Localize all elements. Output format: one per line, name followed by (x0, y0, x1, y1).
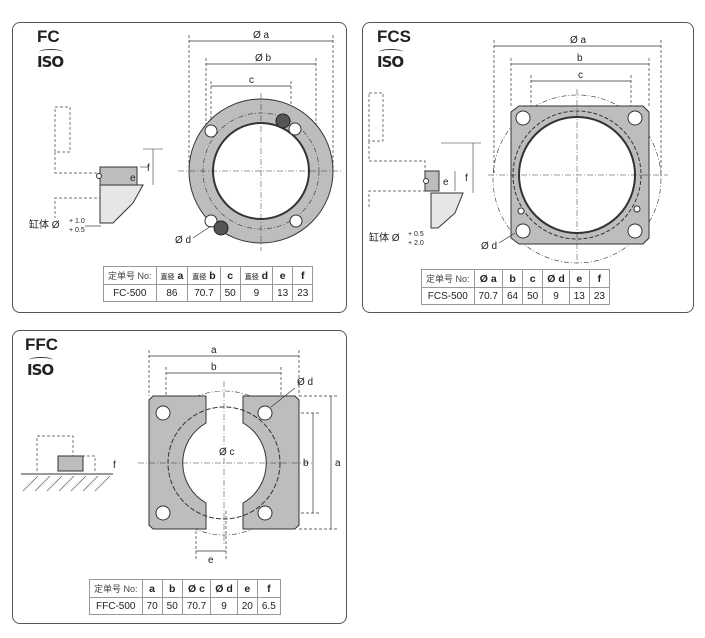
fc-dim-c: c (249, 75, 254, 86)
header-cell: 定单号 No: (103, 266, 157, 285)
header-cell: 直径 a (155, 266, 189, 285)
cell: 9 (210, 597, 238, 615)
h: b (209, 269, 216, 282)
ffc-dim-a: a (211, 345, 217, 356)
header-cell: f (588, 269, 610, 288)
cell: FFC-500 (89, 597, 143, 615)
fcs-dim-c: c (578, 70, 583, 81)
cell: 9 (239, 284, 274, 302)
cell: 9 (542, 287, 570, 305)
cell: 23 (588, 287, 610, 305)
header-cell: Ø c (181, 579, 212, 598)
fc-tol-up: + 1.0 (69, 218, 85, 225)
iso-logo: ISO (377, 49, 404, 71)
cell: 64 (501, 287, 524, 305)
fcs-tol-dn: + 2.0 (408, 240, 424, 247)
header-cell: 直径 d (239, 266, 274, 285)
header-cell: 定单号 No: (421, 269, 475, 288)
ffc-dim-d: Ø d (297, 377, 313, 388)
ffc-dim-b2: b (303, 458, 309, 469)
header-cell: 定单号 No: (89, 579, 143, 598)
header-cell: b (501, 269, 524, 288)
ffc-dim-c: Ø c (219, 447, 235, 458)
h: d (261, 269, 269, 282)
cell: 70.7 (181, 597, 212, 615)
cell: 13 (568, 287, 590, 305)
fcs-dim-d: Ø d (481, 241, 497, 252)
cell: 13 (272, 284, 294, 302)
fc-cyl-label: 缸体 Ø (29, 218, 60, 231)
ffc-dim-f: f (113, 460, 116, 471)
prefix: 直径 (160, 273, 175, 281)
fc-tol-dn: + 0.5 (69, 227, 85, 234)
ffc-dim-e: e (208, 555, 214, 566)
cell: 20 (236, 597, 258, 615)
cell: 70 (141, 597, 163, 615)
cell: 6.5 (256, 597, 281, 615)
fcs-panel: FCS ISO Ø a b c Ø d e f 缸体 Ø + 0.5 + 2.0… (362, 22, 694, 313)
header-cell: e (236, 579, 258, 598)
fcs-dim-e: e (443, 177, 449, 188)
cell: 50 (161, 597, 183, 615)
cell: 70.7 (473, 287, 503, 305)
header-cell: f (292, 266, 314, 285)
ffc-drawing: a b a b e Ø c Ø d f (21, 345, 341, 566)
ffc-title: FFC (25, 335, 59, 354)
cell: 70.7 (187, 284, 221, 302)
header-cell: f (256, 579, 281, 598)
fcs-tol-up: + 0.5 (408, 231, 424, 238)
fcs-dim-f: f (465, 173, 468, 184)
header-cell: c (522, 269, 544, 288)
fc-dim-f: f (147, 163, 150, 174)
header-cell: Ø d (542, 269, 570, 288)
fc-dim-b: Ø b (255, 53, 272, 64)
cell: FC-500 (103, 284, 157, 302)
cell: 23 (292, 284, 314, 302)
ffc-dim-a2: a (335, 458, 341, 469)
fc-dim-d: Ø d (175, 235, 191, 246)
fc-panel: FC ISO Ø a Ø b c Ø d e f 缸体 Ø + 1.0 + 0.… (12, 22, 347, 313)
header-cell: c (219, 266, 241, 285)
header-cell: Ø d (210, 579, 238, 598)
cell: FCS-500 (421, 287, 475, 305)
fcs-cyl-label: 缸体 Ø (369, 231, 400, 244)
cell: 50 (522, 287, 544, 305)
fc-dim-e: e (130, 173, 136, 184)
fcs-title: FCS (377, 27, 411, 46)
fcs-dim-b: b (577, 53, 583, 64)
iso-logo: ISO (37, 49, 64, 71)
header-cell: Ø a (473, 269, 503, 288)
header-cell: e (272, 266, 294, 285)
fc-drawing: Ø a Ø b c Ø d e f 缸体 Ø + 1.0 + 0.5 (29, 30, 343, 251)
header-cell: b (161, 579, 183, 598)
prefix: 直径 (244, 273, 259, 281)
header-cell: 直径 b (187, 266, 221, 285)
header-cell: e (568, 269, 590, 288)
fc-title: FC (37, 27, 60, 46)
cell: 86 (155, 284, 189, 302)
ffc-dim-b: b (211, 362, 217, 373)
iso-logo: ISO (27, 357, 54, 379)
h: a (177, 269, 184, 282)
header-cell: a (141, 579, 163, 598)
prefix: 直径 (192, 273, 207, 281)
fc-dim-a: Ø a (253, 30, 270, 41)
fcs-drawing: Ø a b c Ø d e f 缸体 Ø + 0.5 + 2.0 (368, 35, 668, 264)
fcs-dim-a: Ø a (570, 35, 587, 46)
cell: 50 (219, 284, 241, 302)
